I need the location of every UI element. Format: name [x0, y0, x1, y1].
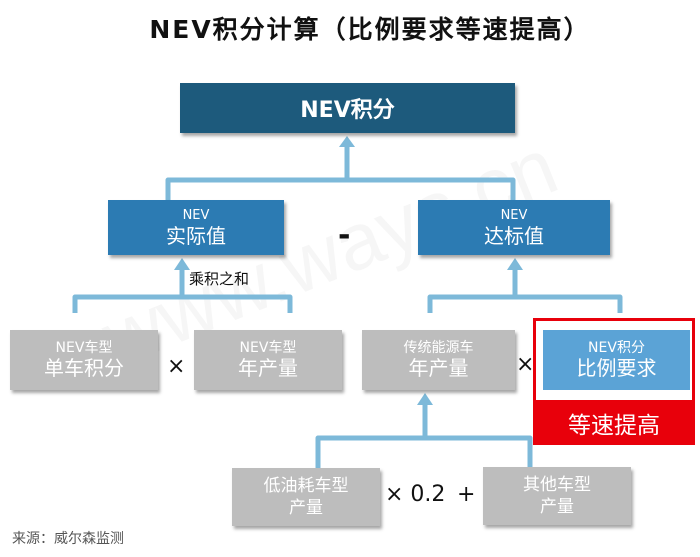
connector-bottom	[315, 403, 533, 468]
nev-per-vehicle-line2: 单车积分	[44, 356, 124, 380]
low-fuel-output-box: 低油耗车型 产量	[232, 468, 380, 526]
nev-output-line1: NEV车型	[239, 340, 297, 356]
conv-output-line1: 传统能源车	[403, 340, 474, 356]
times-operator-right: ×	[516, 352, 535, 377]
equal-speed-increase-banner: 等速提高	[533, 400, 695, 445]
nev-target-box: NEV 达标值	[418, 200, 610, 255]
times-operator-left: ×	[167, 354, 186, 379]
nev-credit-label: NEV积分	[300, 98, 395, 123]
nev-ratio-requirement-box: NEV积分 比例要求	[543, 330, 690, 390]
conventional-annual-output-box: 传统能源车 年产量	[362, 330, 515, 390]
factor-label: × 0.2	[385, 482, 446, 507]
nev-per-vehicle-credit-box: NEV车型 单车积分	[10, 330, 158, 390]
ratio-line1: NEV积分	[588, 340, 645, 356]
nev-output-line2: 年产量	[238, 356, 298, 380]
other-line1: 其他车型	[523, 475, 591, 495]
arrow-head-left	[174, 258, 190, 270]
diagram-title: NEV积分计算（比例要求等速提高）	[149, 15, 591, 44]
nev-target-line2: 达标值	[484, 223, 544, 248]
arrow-head-bottom	[417, 393, 433, 405]
nev-actual-line2: 实际值	[166, 223, 226, 248]
nev-annual-output-box: NEV车型 年产量	[194, 330, 342, 390]
arrow-head-top	[339, 136, 355, 147]
arrow-head-right	[507, 258, 523, 270]
low-fuel-line1: 低油耗车型	[263, 476, 349, 496]
nev-target-line1: NEV	[500, 207, 528, 223]
other-output-box: 其他车型 产量	[483, 467, 631, 525]
nev-actual-box: NEV 实际值	[108, 200, 284, 255]
nev-per-vehicle-line1: NEV车型	[55, 340, 113, 356]
sum-of-products-label: 乘积之和	[189, 270, 250, 288]
conv-output-line2: 年产量	[408, 356, 469, 380]
other-line2: 产量	[540, 497, 574, 517]
minus-operator: -	[338, 218, 351, 253]
connector-right	[427, 268, 623, 313]
ratio-line2: 比例要求	[576, 356, 657, 380]
nev-credit-box: NEV积分	[180, 83, 515, 133]
connector-left	[72, 268, 293, 313]
plus-operator: +	[457, 482, 476, 507]
nev-actual-line1: NEV	[182, 207, 210, 223]
source-note: 来源：威尔森监测	[12, 531, 124, 547]
equal-speed-increase-label: 等速提高	[568, 412, 660, 439]
low-fuel-line2: 产量	[289, 498, 323, 518]
connector-top	[165, 145, 516, 200]
